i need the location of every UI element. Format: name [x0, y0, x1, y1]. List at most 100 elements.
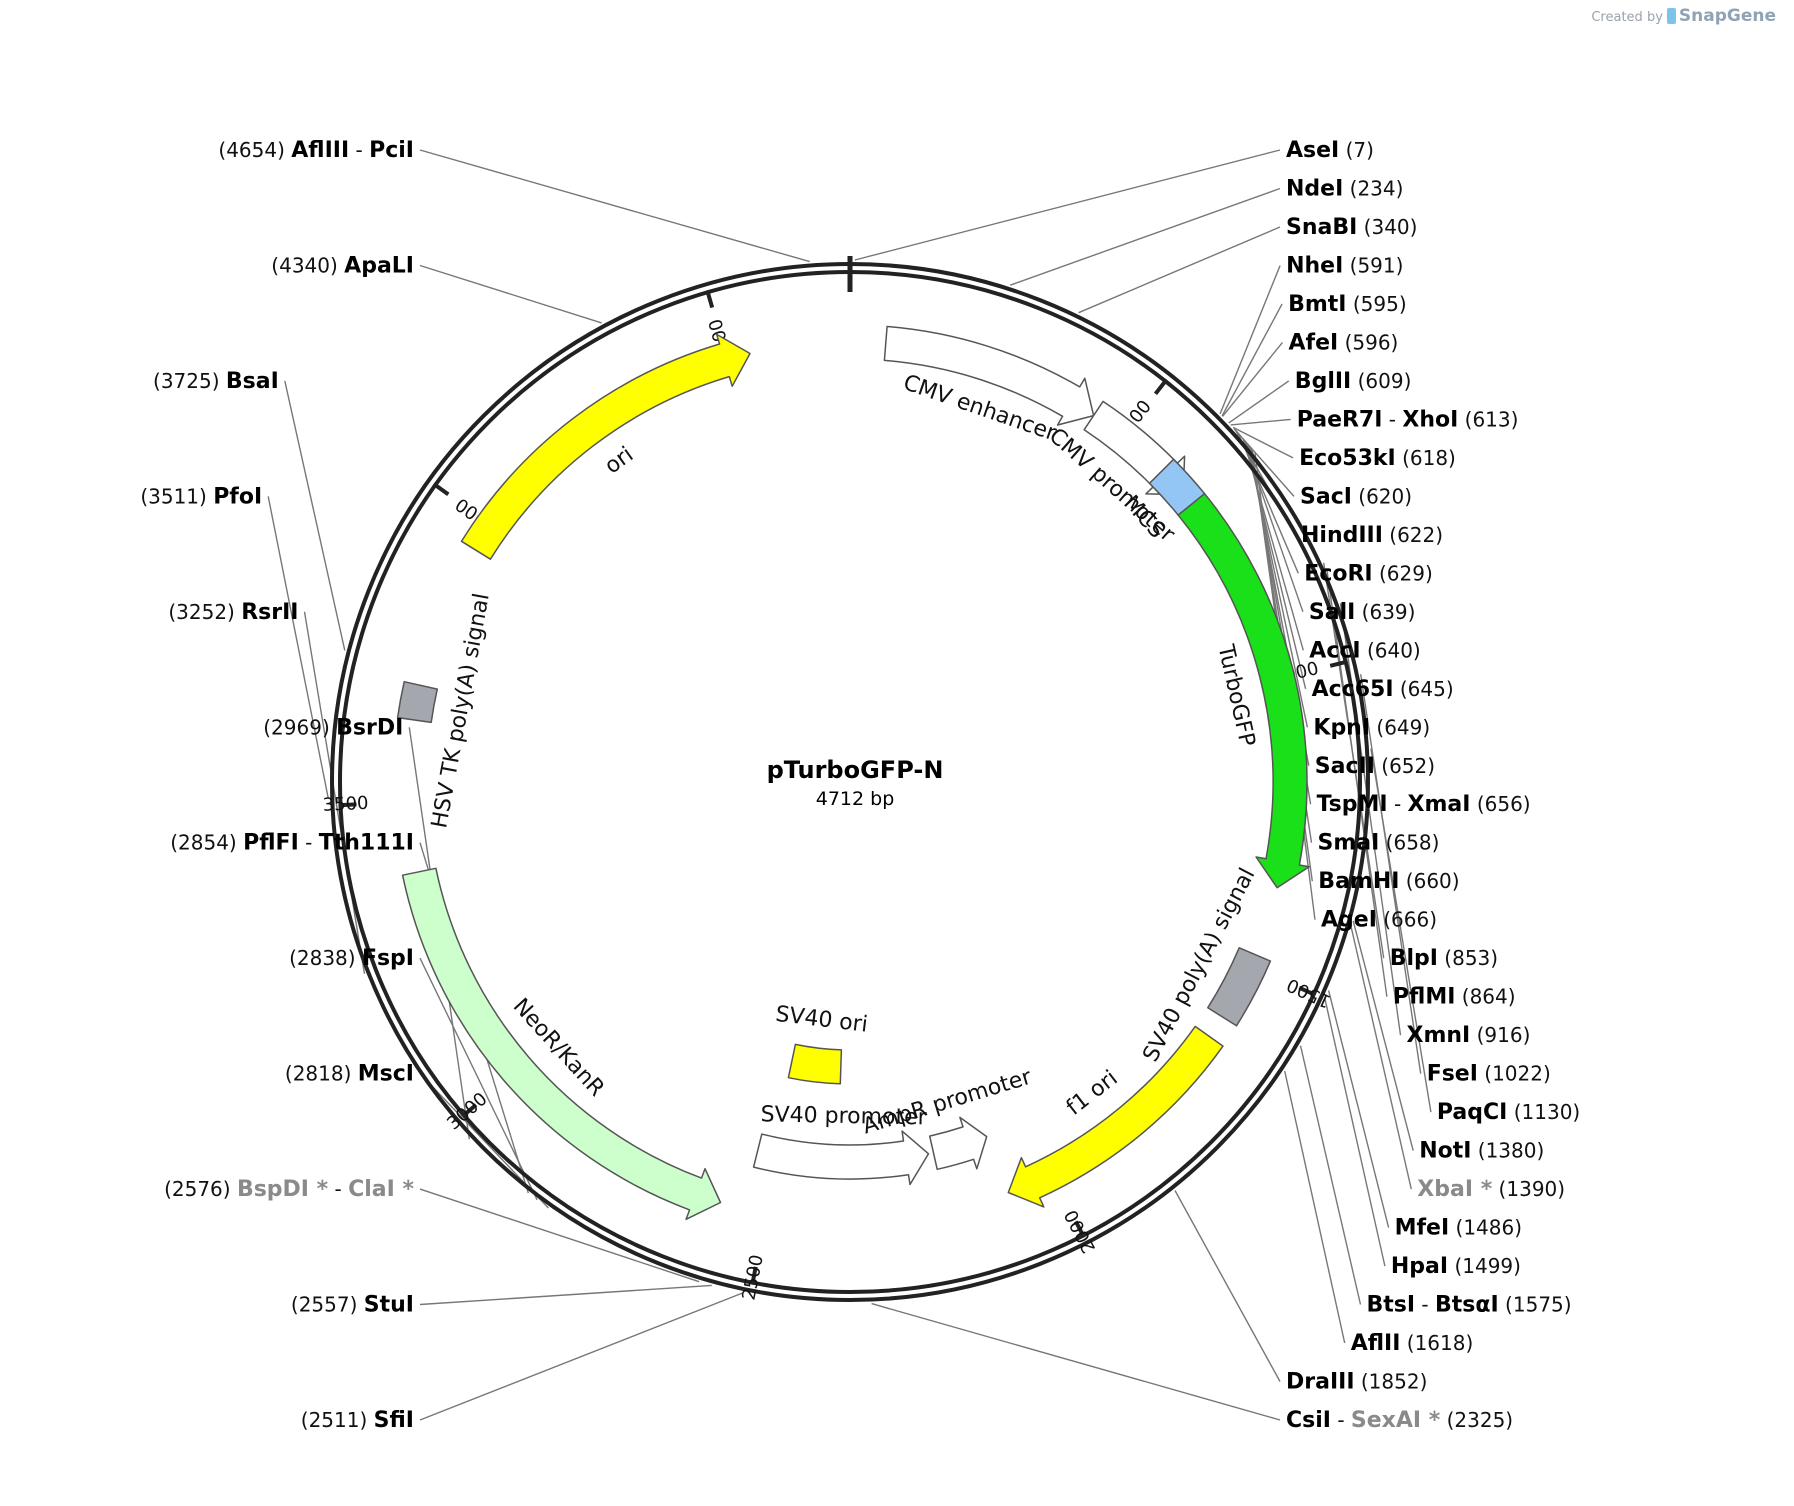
tick-mark [1153, 378, 1169, 396]
enzyme-name: PaqCI [1437, 1100, 1507, 1125]
enzyme-name: BtsαI [1435, 1293, 1499, 1318]
site-label-pfoi: (3511) PfoI [140, 484, 262, 509]
site-line [1284, 1070, 1346, 1344]
site-label-tspmi: TspMI - XmaI (656) [1317, 792, 1531, 817]
site-label-csii: CsiI - SexAI * (2325) [1286, 1408, 1513, 1433]
site-separator: - [299, 831, 319, 855]
site-line [419, 149, 810, 263]
site-label-sacii: SacII (652) [1315, 754, 1435, 779]
enzyme-name: PaeR7I [1297, 407, 1383, 432]
site-line [1228, 380, 1290, 424]
site-position: (1380) [1471, 1139, 1544, 1163]
feature-f1-ori [1007, 1025, 1224, 1208]
site-line [1324, 998, 1386, 1267]
site-line [1327, 990, 1390, 1228]
enzyme-name: FseI [1427, 1062, 1478, 1087]
enzyme-name: KpnI [1313, 715, 1370, 740]
feature-label-turbogfp: TurboGFP [1212, 641, 1259, 748]
site-position: (2557) [291, 1293, 364, 1317]
site-position: (1130) [1507, 1100, 1580, 1124]
site-label-afliii: (4654) AflIII - PciI [218, 138, 414, 163]
site-position: (916) [1470, 1023, 1530, 1047]
plasmid-name: pTurboGFP-N [767, 756, 944, 784]
site-position: (639) [1355, 600, 1415, 624]
enzyme-name: AgeI [1321, 908, 1377, 933]
site-position: (864) [1455, 985, 1515, 1009]
site-line [1326, 569, 1388, 997]
plasmid-length: 4712 bp [816, 788, 895, 810]
site-label-bamhi: BamHI (660) [1318, 869, 1459, 894]
site-position: (4654) [218, 138, 291, 162]
site-label-noti: NotI (1380) [1419, 1139, 1544, 1164]
site-position: (1486) [1449, 1216, 1522, 1240]
enzyme-name: FspI [362, 946, 414, 971]
tick-mark [338, 802, 357, 808]
site-position: (649) [1370, 715, 1430, 739]
site-position: (4340) [271, 254, 344, 278]
enzyme-name: MfeI [1395, 1216, 1450, 1241]
enzyme-name: BsrDI [336, 715, 403, 740]
site-label-fspi: (2838) FspI [289, 946, 414, 971]
site-line [1370, 748, 1432, 1113]
site-label-paer7i: PaeR7I - XhoI (613) [1297, 407, 1519, 432]
enzyme-name: PflMI [1393, 985, 1456, 1010]
enzyme-name: AseI [1286, 138, 1339, 163]
site-position: (3511) [140, 484, 213, 508]
feature-label-ori: ori [600, 442, 638, 479]
site-position: (2854) [170, 831, 243, 855]
site-line [1230, 418, 1291, 426]
site-position: (591) [1343, 254, 1403, 278]
enzyme-name: SexAI * [1351, 1408, 1441, 1433]
enzyme-name: HpaI [1391, 1254, 1448, 1279]
site-line [284, 380, 346, 651]
feature-sv40-promoter [752, 1130, 930, 1186]
site-position: (3725) [153, 369, 226, 393]
site-position: (622) [1383, 523, 1443, 547]
site-line [419, 1292, 744, 1421]
tick-mark [750, 1266, 758, 1285]
site-label-acc65i: Acc65I (645) [1312, 677, 1454, 702]
enzyme-name: PfoI [213, 484, 262, 509]
site-position: (2325) [1440, 1408, 1513, 1432]
feature-hsv-tk-poly-a-signal [396, 680, 439, 724]
enzyme-name: Tth111I [319, 831, 414, 856]
site-label-bglii: BglII (609) [1295, 369, 1412, 394]
site-position: (1499) [1448, 1254, 1521, 1278]
site-label-mfei: MfeI (1486) [1395, 1216, 1522, 1241]
tick-label: 3500 [322, 793, 369, 816]
site-label-acci: AccI (640) [1309, 638, 1420, 663]
feature-label-sv40-ori: SV40 ori [774, 1002, 869, 1038]
site-label-sfii: (2511) SfiI [301, 1408, 414, 1433]
site-label-ndei: NdeI (234) [1286, 177, 1403, 202]
site-line [419, 1284, 712, 1306]
site-position: (595) [1347, 292, 1407, 316]
site-position: (666) [1377, 908, 1437, 932]
site-label-fsei: FseI (1022) [1427, 1062, 1551, 1087]
site-position: (234) [1343, 177, 1403, 201]
site-label-apali: (4340) ApaLI [271, 254, 414, 279]
site-position: (1022) [1478, 1062, 1551, 1086]
site-label-bmti: BmtI (595) [1288, 292, 1407, 317]
site-position: (2576) [164, 1177, 237, 1201]
site-label-bspdi: (2576) BspDI * - ClaI * [164, 1177, 414, 1202]
credit-brand: SnapGene [1678, 6, 1776, 26]
snapgene-logo-icon [1666, 8, 1676, 24]
site-label-draiii: DraIII (1852) [1286, 1370, 1427, 1395]
enzyme-name: SmaI [1318, 831, 1380, 856]
enzyme-name: NheI [1286, 254, 1343, 279]
site-position: (660) [1399, 869, 1459, 893]
enzyme-name: BtsI [1367, 1293, 1416, 1318]
enzyme-name: XmaI [1408, 792, 1471, 817]
enzyme-name: EcoRI [1304, 561, 1372, 586]
enzyme-name: BamHI [1318, 869, 1399, 894]
enzyme-name: DraIII [1286, 1370, 1355, 1395]
tick-mark [461, 1103, 478, 1119]
site-position: (7) [1339, 138, 1374, 162]
site-line [267, 496, 329, 799]
site-line [1221, 341, 1284, 417]
site-line [1350, 927, 1412, 1190]
site-position: (640) [1361, 638, 1421, 662]
enzyme-name: ClaI * [348, 1177, 414, 1202]
site-position: (340) [1357, 215, 1417, 239]
